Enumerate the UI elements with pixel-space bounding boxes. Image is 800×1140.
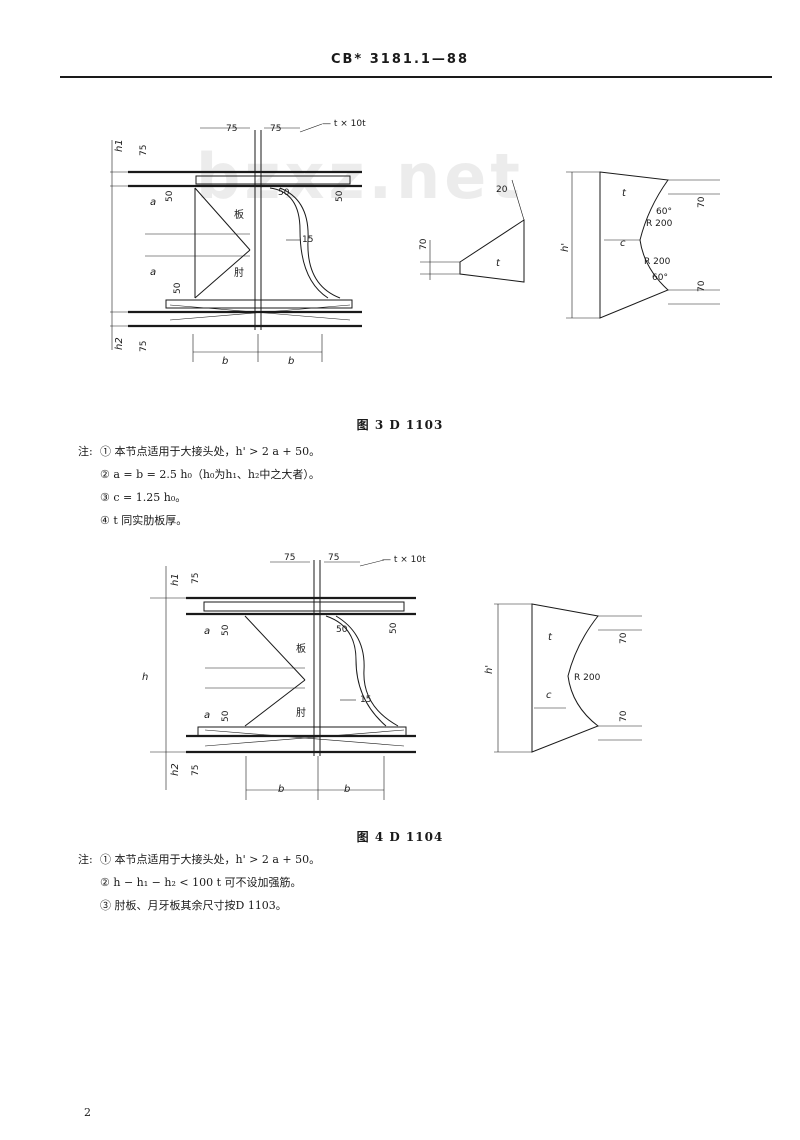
dim-15: 15 — [302, 235, 313, 245]
note-text: c = 1.25 h₀。 — [113, 491, 187, 504]
dim-h1: h1 — [114, 139, 125, 152]
dim-75: 75 — [139, 145, 149, 156]
dim-50: 50 — [165, 190, 175, 202]
dim-h-prime: h' — [560, 243, 571, 252]
dim-50: 50 — [336, 625, 348, 635]
dim-50: 50 — [389, 622, 399, 634]
dim-75: 75 — [191, 765, 201, 776]
dim-15: 15 — [360, 695, 371, 705]
dim-b: b — [344, 784, 350, 795]
note-number: ② — [100, 468, 110, 481]
dim-70: 70 — [419, 238, 429, 250]
figure-3-crescent-detail: h' t c R 200 R 200 60° 60° 70 70 — [560, 171, 720, 319]
note-number: ① — [100, 445, 111, 458]
figure-4-main-view — [150, 559, 416, 800]
note-text: t 同实肋板厚。 — [113, 514, 188, 527]
note-text: a = b = 2.5 h₀（h₀为h₁、h₂中之大者）。 — [113, 468, 320, 481]
note-text: 本节点适用于大接头处，h' > 2 a + 50。 — [114, 445, 321, 458]
dim-75: 75 — [328, 553, 339, 563]
dim-a: a — [150, 197, 156, 208]
dim-h-prime: h' — [484, 665, 495, 674]
label-ban: 板 — [234, 208, 244, 221]
document-header: CB* 3181.1—88 — [330, 52, 470, 67]
figure-3-caption: 图 3 D 1103 — [356, 418, 444, 432]
figure-4-notes: 注: ① 本节点适用于大接头处，h' > 2 a + 50。 ② h − h₁ −… — [78, 848, 320, 917]
page-number: 2 — [84, 1106, 91, 1119]
figure-4-dimension-labels: h1 75 h 75 75 — t × 10t a 50 50 50 板 15 … — [142, 553, 426, 795]
note-number: ③ — [100, 491, 110, 504]
note-row: ③ c = 1.25 h₀。 — [78, 486, 320, 509]
figure-3-main-view — [110, 123, 362, 362]
figure-4-crescent-detail: h' t c R 200 70 70 — [484, 603, 642, 753]
note-number: ③ — [100, 899, 111, 912]
note-row: 注: ① 本节点适用于大接头处，h' > 2 a + 50。 — [78, 848, 320, 871]
dim-b: b — [278, 784, 284, 795]
label-c: c — [620, 238, 626, 249]
dim-50: 50 — [221, 710, 231, 722]
note-number: ② — [100, 876, 110, 889]
figure-4-caption: 图 4 D 1104 — [356, 830, 444, 844]
note-row: ② a = b = 2.5 h₀（h₀为h₁、h₂中之大者）。 — [78, 463, 320, 486]
dim-a: a — [150, 267, 156, 278]
dim-a: a — [204, 626, 210, 637]
figure-3-dimension-labels: h1 75 75 75 — t × 10t a 50 50 50 板 15 a … — [114, 119, 366, 367]
label-t: t — [496, 258, 501, 269]
dim-50: 50 — [221, 624, 231, 636]
note-text: 肘板、月牙板其余尺寸按D 1103。 — [114, 899, 287, 912]
note-number: ④ — [100, 514, 110, 527]
dim-70: 70 — [619, 632, 629, 644]
note-row: ④ t 同实肋板厚。 — [78, 509, 320, 532]
dim-r200: R 200 — [574, 673, 601, 683]
dim-50: 50 — [173, 282, 183, 294]
dim-plate: — t × 10t — [382, 555, 426, 565]
dim-75: 75 — [139, 341, 149, 352]
dim-h2: h2 — [170, 763, 181, 776]
dim-75: 75 — [284, 553, 295, 563]
dim-20: 20 — [496, 185, 508, 195]
note-prefix: 注: — [78, 445, 93, 458]
figure-3-drawing: h1 75 75 75 — t × 10t a 50 50 50 板 15 a … — [110, 119, 720, 367]
dim-70: 70 — [697, 196, 707, 208]
dim-h2: h2 — [114, 337, 125, 350]
dim-75: 75 — [226, 124, 237, 134]
dim-75: 75 — [270, 124, 281, 134]
figure-4-drawing: h1 75 h 75 75 — t × 10t a 50 50 50 板 15 … — [142, 553, 642, 800]
note-row: ③ 肘板、月牙板其余尺寸按D 1103。 — [78, 894, 320, 917]
dim-r200: R 200 — [646, 219, 673, 229]
label-t: t — [622, 188, 627, 199]
label-t: t — [548, 632, 553, 643]
dim-h: h — [142, 672, 148, 683]
note-row: 注: ① 本节点适用于大接头处，h' > 2 a + 50。 — [78, 440, 320, 463]
dim-b: b — [222, 356, 228, 367]
note-prefix: 注: — [78, 853, 93, 866]
dim-b: b — [288, 356, 294, 367]
dim-r200: R 200 — [644, 257, 671, 267]
label-zhou: 肘 — [296, 706, 306, 719]
label-zhou: 肘 — [234, 266, 244, 279]
dim-50: 50 — [278, 188, 290, 198]
dim-plate: — t × 10t — [322, 119, 366, 129]
header-rule — [60, 76, 772, 78]
note-number: ① — [100, 853, 111, 866]
note-text: h − h₁ − h₂ < 100 t 可不设加强筋。 — [113, 876, 302, 889]
note-row: ② h − h₁ − h₂ < 100 t 可不设加强筋。 — [78, 871, 320, 894]
note-text: 本节点适用于大接头处，h' > 2 a + 50。 — [114, 853, 321, 866]
figure-3-bracket-detail: 20 70 t — [419, 179, 525, 283]
dim-angle: 60° — [652, 273, 668, 283]
dim-50: 50 — [335, 190, 345, 202]
label-ban: 板 — [296, 642, 306, 655]
dim-a: a — [204, 710, 210, 721]
dim-75: 75 — [191, 573, 201, 584]
dim-70: 70 — [619, 710, 629, 722]
label-c: c — [546, 690, 552, 701]
dim-angle: 60° — [656, 207, 672, 217]
figure-3-notes: 注: ① 本节点适用于大接头处，h' > 2 a + 50。 ② a = b = … — [78, 440, 320, 532]
dim-70: 70 — [697, 280, 707, 292]
dim-h1: h1 — [170, 573, 181, 586]
